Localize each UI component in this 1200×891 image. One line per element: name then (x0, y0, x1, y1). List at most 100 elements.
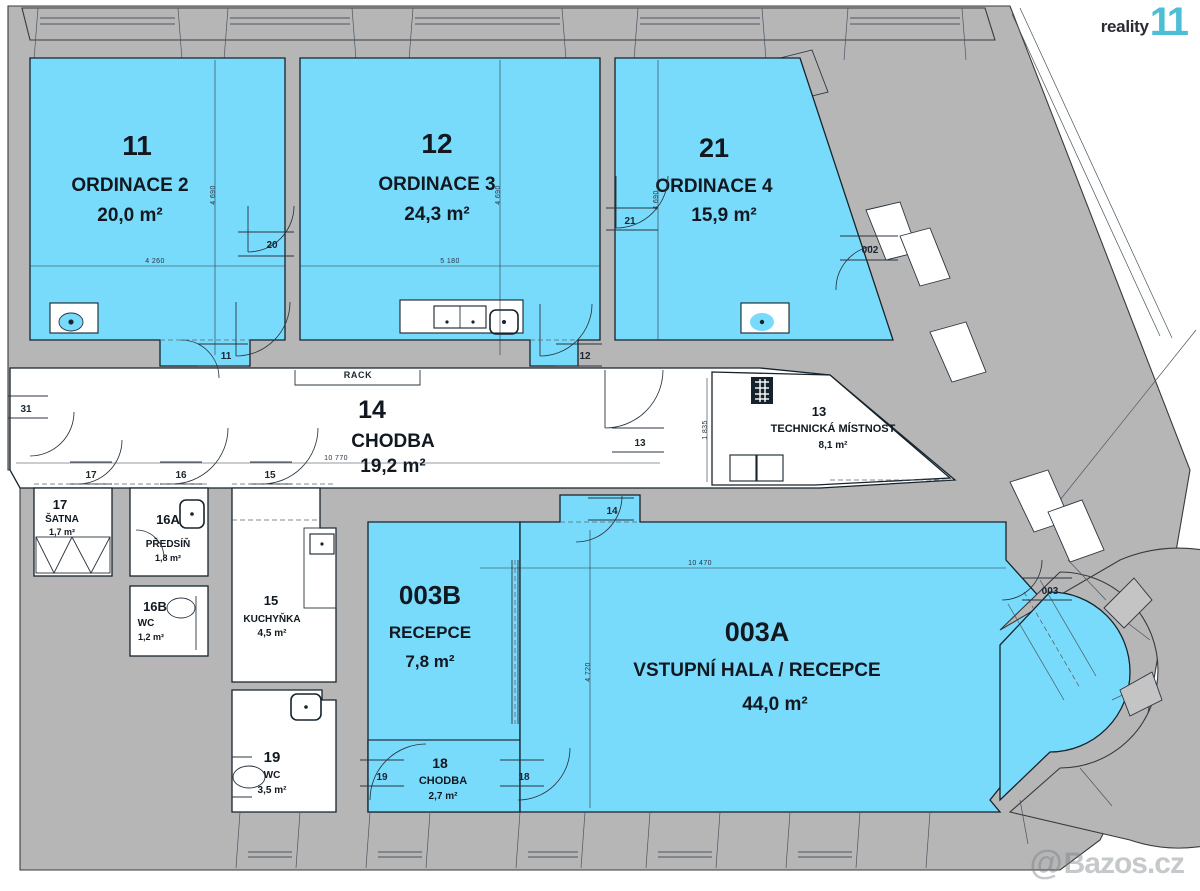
room-21-name: ORDINACE 4 (655, 176, 773, 197)
dim-10770: 10 770 (324, 455, 348, 462)
dim-5180: 5 180 (440, 258, 460, 265)
toilet-symbol-19 (232, 756, 266, 798)
room-11[interactable]: 11 ORDINACE 2 20,0 m² (29, 57, 286, 367)
door-tag-003: 003 (1022, 577, 1072, 601)
room-15[interactable]: 15 KUCHYŇKA 4,5 m² (231, 487, 337, 683)
door-tag-12: 12 (556, 343, 602, 367)
room-16a-number: 16A (156, 512, 180, 527)
room-16a[interactable]: 16A PŘEDSÍŇ 1,8 m² (129, 487, 209, 577)
site-watermark: @ Bazos.cz (1029, 844, 1185, 883)
room-16b-area: 1,2 m² (138, 632, 164, 642)
dimension-lines: 4 260 5 180 4 690 4 690 4 690 10 770 1 8… (16, 60, 1006, 808)
door-tag-21: 21 (606, 207, 658, 231)
door-tag-13: 13 (612, 427, 664, 453)
dim-4690-a: 4 690 (210, 185, 217, 205)
room-003b-area: 7,8 m² (405, 652, 454, 671)
room-16b-number: 16B (143, 599, 167, 614)
room-15-name: KUCHYŇKA (243, 612, 300, 625)
room-17-number: 17 (53, 497, 67, 512)
door-leaves (235, 176, 617, 428)
room-16a-area: 1,8 m² (155, 553, 181, 563)
room-16b[interactable]: 16B WC 1,2 m² (129, 585, 209, 657)
room-003a-name: VSTUPNÍ HALA / RECEPCE (633, 659, 880, 681)
watermark-text: Bazos.cz (1063, 846, 1185, 880)
svg-text:002: 002 (862, 245, 879, 256)
svg-text:003: 003 (1042, 586, 1059, 597)
dim-4690-c: 4 690 (653, 190, 660, 210)
room-003a[interactable]: 003A VSTUPNÍ HALA / RECEPCE 44,0 m² (519, 494, 1061, 813)
dim-1835: 1 835 (702, 420, 709, 440)
room-12[interactable]: 12 ORDINACE 3 24,3 m² (299, 57, 601, 367)
window-band-south (235, 811, 931, 869)
room-16a-basin (179, 499, 205, 529)
dim-10470: 10 470 (688, 560, 712, 567)
door-tag-18: 18 (500, 759, 544, 787)
room-003b-name: RECEPCE (389, 623, 471, 642)
svg-text:20: 20 (266, 240, 278, 251)
threshold-lines (34, 339, 950, 523)
room-14-area: 19,2 m² (360, 456, 425, 477)
reception-counter (511, 560, 519, 724)
room-11-area: 20,0 m² (97, 205, 162, 226)
svg-text:19: 19 (376, 772, 388, 783)
room-13-number: 13 (812, 404, 826, 419)
window-band-northeast (779, 7, 1197, 563)
wardrobe-symbol (35, 536, 111, 575)
door-tag-11: 11 (198, 343, 248, 367)
svg-text:16: 16 (175, 470, 187, 481)
door-tag-20: 20 (238, 231, 294, 257)
rack-label: RACK (344, 370, 372, 380)
room-15-area: 4,5 m² (258, 628, 288, 639)
room-18-name: CHODBA (419, 775, 467, 787)
brand-logo: reality 11 (1101, 0, 1189, 44)
room-18[interactable]: 18 CHODBA 2,7 m² (367, 739, 521, 813)
door-tag-19: 19 (360, 759, 404, 787)
room-19-basin (290, 693, 322, 721)
room-21[interactable]: 21 ORDINACE 4 15,9 m² (614, 57, 894, 341)
door-swing-16a (135, 529, 165, 559)
svg-text:18: 18 (518, 772, 530, 783)
svg-text:14: 14 (606, 506, 618, 517)
svg-text:15: 15 (264, 470, 276, 481)
room-14-number: 14 (358, 396, 386, 424)
room-13[interactable]: 13 TECHNICKÁ MÍSTNOST 8,1 m² (711, 371, 952, 486)
room-19[interactable]: 19 WC 3,5 m² (231, 689, 337, 813)
svg-text:17: 17 (85, 470, 97, 481)
room-003a-number: 003A (725, 617, 790, 647)
watermark-at-icon: @ (1029, 844, 1062, 882)
svg-text:11: 11 (221, 351, 232, 362)
room-18-area: 2,7 m² (429, 791, 459, 802)
room-21-number: 21 (699, 133, 729, 163)
bay-window-southeast (999, 547, 1200, 849)
room-16b-name: WC (138, 618, 155, 629)
kitchen-unit (303, 527, 337, 609)
room-21-area: 15,9 m² (691, 205, 756, 226)
room-11-sink (49, 302, 99, 334)
room-12-number: 12 (421, 128, 452, 159)
door-tag-14: 14 (588, 497, 634, 521)
room-12-name: ORDINACE 3 (378, 174, 495, 195)
door-swings (29, 175, 1043, 801)
room-17[interactable]: 17 ŠATNA 1,7 m² (33, 487, 113, 577)
rack-cabinet: RACK (294, 370, 421, 386)
dim-4260: 4 260 (145, 258, 165, 265)
svg-text:13: 13 (634, 438, 646, 449)
room-19-number: 19 (264, 749, 281, 766)
door-tag-002: 002 (840, 235, 898, 261)
room-14-name: CHODBA (351, 431, 435, 452)
toilet-symbol-16b (166, 596, 197, 650)
room-18-number: 18 (432, 755, 448, 771)
room-11-number: 11 (122, 130, 152, 161)
room-12-counter (399, 299, 524, 335)
logo-mark: 11 (1149, 0, 1189, 44)
window-band-north (21, 7, 996, 61)
room-14[interactable]: 14 CHODBA 19,2 m² RACK (294, 370, 435, 477)
dim-4720: 4 720 (585, 662, 592, 682)
room-17-name: ŠATNA (45, 512, 79, 525)
door-tag-31: 31 (8, 395, 48, 419)
svg-text:12: 12 (579, 351, 591, 362)
room-19-name: WC (264, 770, 281, 781)
room-003a-area: 44,0 m² (742, 694, 807, 715)
room-003b-number: 003B (399, 580, 461, 610)
